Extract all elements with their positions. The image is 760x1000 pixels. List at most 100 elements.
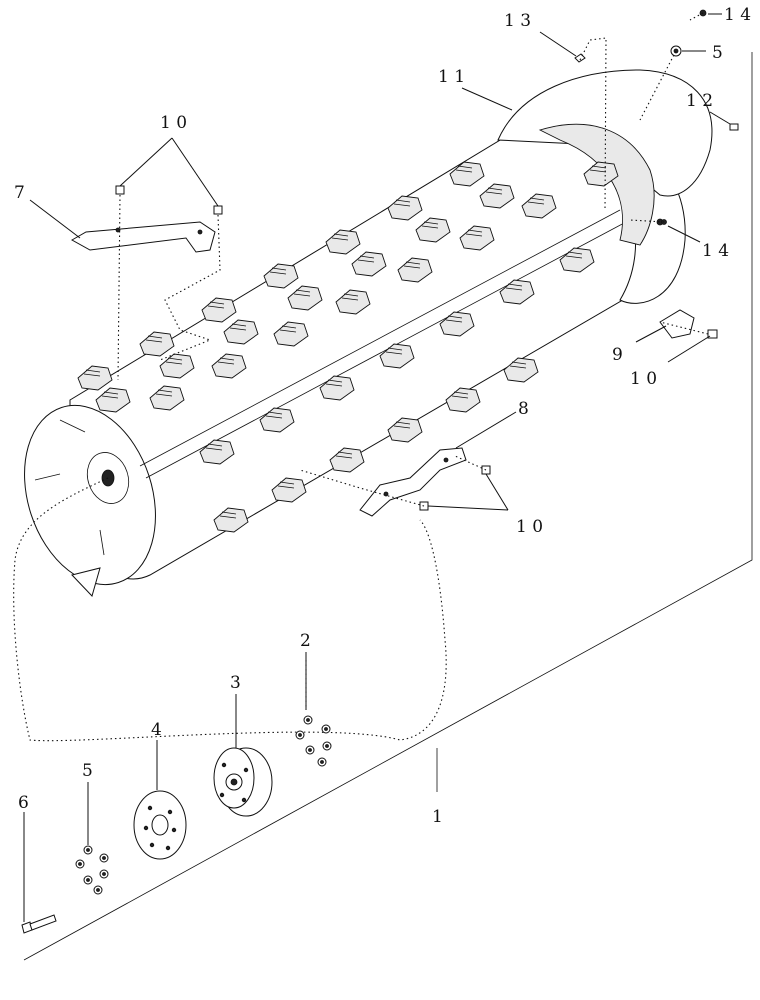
callout-10-lower: 1 0: [516, 517, 543, 537]
callout-7: 7: [14, 183, 25, 203]
part-3-hub: [213, 747, 273, 817]
drum-tooth-detail: [385, 347, 403, 355]
drum-tooth: [259, 407, 295, 433]
part-7-bracket: [70, 221, 216, 253]
drum-tooth: [449, 161, 485, 187]
drum-tooth: [199, 439, 235, 465]
drum-tooth-detail: [219, 511, 237, 519]
drum-tooth-detail: [451, 391, 469, 399]
drum-tooth-detail: [393, 199, 411, 207]
callout-11: 1 1: [438, 67, 465, 87]
drum-tooth-detail: [509, 361, 527, 369]
drum-tooth-detail: [403, 261, 421, 269]
drum-tooth-detail: [279, 325, 297, 333]
callout-5-lower: 5: [82, 761, 93, 781]
drum-tooth-detail: [331, 233, 349, 241]
drum-tooth: [95, 387, 131, 413]
drum-tooth-detail: [565, 251, 583, 259]
callout-14-mid: 1 4: [702, 241, 729, 261]
drum-teeth: [77, 161, 619, 533]
drum-tooth: [415, 217, 451, 243]
drum-tooth-detail: [335, 451, 353, 459]
drum-tooth-detail: [217, 357, 235, 365]
drum-tooth: [263, 263, 299, 289]
drum-tooth: [223, 319, 259, 345]
drum-tooth: [139, 331, 175, 357]
part-9-bracket: [659, 309, 695, 339]
drum-tooth-detail: [527, 197, 545, 205]
callout-13: 1 3: [504, 11, 531, 31]
drum-tooth-detail: [341, 293, 359, 301]
drum-tooth-detail: [265, 411, 283, 419]
drum-tooth: [387, 195, 423, 221]
callout-5-upper: 5: [712, 43, 723, 63]
assembly-bracket-lines: [23, 52, 753, 961]
drum-tooth-detail: [229, 323, 247, 331]
drum-tooth: [583, 161, 619, 187]
drum-tooth-detail: [393, 421, 411, 429]
drum-tooth-detail: [485, 187, 503, 195]
callout-2: 2: [300, 631, 311, 651]
part-6-bolt: [21, 914, 57, 934]
drum-tooth-detail: [589, 165, 607, 173]
callout-10-upper-left: 1 0: [160, 113, 187, 133]
callout-4: 4: [151, 720, 162, 740]
drum-tooth: [459, 225, 495, 251]
drum-tooth: [271, 477, 307, 503]
drum-tooth: [77, 365, 113, 391]
drum-tooth-detail: [445, 315, 463, 323]
leader-lines: [23, 13, 731, 922]
drum-tooth-detail: [207, 301, 225, 309]
callouts: 1 2 3 4 5 5 6 7 8 9 1 0 1 0 1 0 1 1 1 2 …: [14, 5, 751, 827]
drum-tooth-detail: [83, 369, 101, 377]
callout-12: 1 2: [686, 91, 713, 111]
part-5-washers: [75, 845, 109, 895]
drum-tooth: [273, 321, 309, 347]
drum-tooth: [201, 297, 237, 323]
callout-8: 8: [518, 399, 529, 419]
drum-tooth-detail: [269, 267, 287, 275]
callout-3: 3: [230, 673, 241, 693]
drum-tooth: [479, 183, 515, 209]
drum-tooth-detail: [325, 379, 343, 387]
drum-tooth-detail: [155, 389, 173, 397]
drum-tooth: [499, 279, 535, 305]
callout-6: 6: [18, 793, 29, 813]
drum-tooth: [329, 447, 365, 473]
drum-tooth: [335, 289, 371, 315]
rotor-drum: [24, 115, 686, 597]
part-8-plate: [359, 447, 467, 517]
callout-1: 1: [432, 807, 443, 827]
callout-10-right: 1 0: [630, 369, 657, 389]
drum-tooth-detail: [205, 443, 223, 451]
part-4-plate: [133, 790, 187, 860]
drum-tooth: [387, 417, 423, 443]
drum-tooth: [503, 357, 539, 383]
drum-tooth: [379, 343, 415, 369]
drum-tooth: [521, 193, 557, 219]
drum-tooth: [319, 375, 355, 401]
callout-9: 9: [612, 345, 623, 365]
drum-tooth-detail: [455, 165, 473, 173]
part-2-nuts: [295, 715, 332, 767]
drum-tooth-detail: [505, 283, 523, 291]
drum-tooth-detail: [277, 481, 295, 489]
drum-tooth-detail: [293, 289, 311, 297]
drum-tooth: [149, 385, 185, 411]
drum-tooth-detail: [145, 335, 163, 343]
callout-14-top: 1 4: [724, 5, 751, 25]
drum-tooth-detail: [165, 357, 183, 365]
drum-tooth: [351, 251, 387, 277]
drum-tooth-detail: [101, 391, 119, 399]
drum-tooth: [325, 229, 361, 255]
drum-tooth: [287, 285, 323, 311]
drum-tooth-detail: [465, 229, 483, 237]
drum-tooth: [559, 247, 595, 273]
drum-tooth: [211, 353, 247, 379]
drum-tooth-detail: [421, 221, 439, 229]
drum-tooth: [213, 507, 249, 533]
drum-tooth: [445, 387, 481, 413]
drum-tooth-detail: [357, 255, 375, 263]
drum-tooth: [439, 311, 475, 337]
